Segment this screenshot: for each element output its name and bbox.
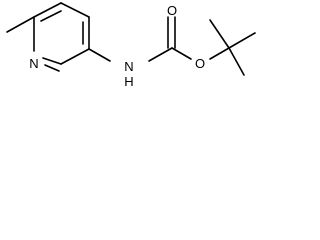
tert-butyl-bond xyxy=(209,19,230,49)
carbonyl-oxygen-label: O xyxy=(167,3,177,18)
ring-double-bond xyxy=(44,64,60,72)
amide-bond xyxy=(148,47,173,62)
amine-hydrogen-label: H xyxy=(124,74,133,89)
aryl-nitrogen-bond xyxy=(88,48,111,62)
ring-bond xyxy=(33,2,62,18)
chemical-structure: N N H O O xyxy=(6,2,256,89)
ring-double-bond xyxy=(40,10,62,22)
tert-butyl-bond xyxy=(228,47,245,76)
ester-bond xyxy=(209,47,230,60)
ester-oxygen-label: O xyxy=(195,56,205,71)
ring-bond xyxy=(60,2,90,18)
ester-bond xyxy=(171,47,192,60)
ring-bond xyxy=(42,57,62,65)
ring-nitrogen-label: N xyxy=(29,56,38,71)
methyl-bond xyxy=(6,16,35,33)
tert-butyl-bond xyxy=(228,32,256,49)
amine-nitrogen-label: N xyxy=(124,59,133,74)
ring-bond xyxy=(60,48,90,65)
